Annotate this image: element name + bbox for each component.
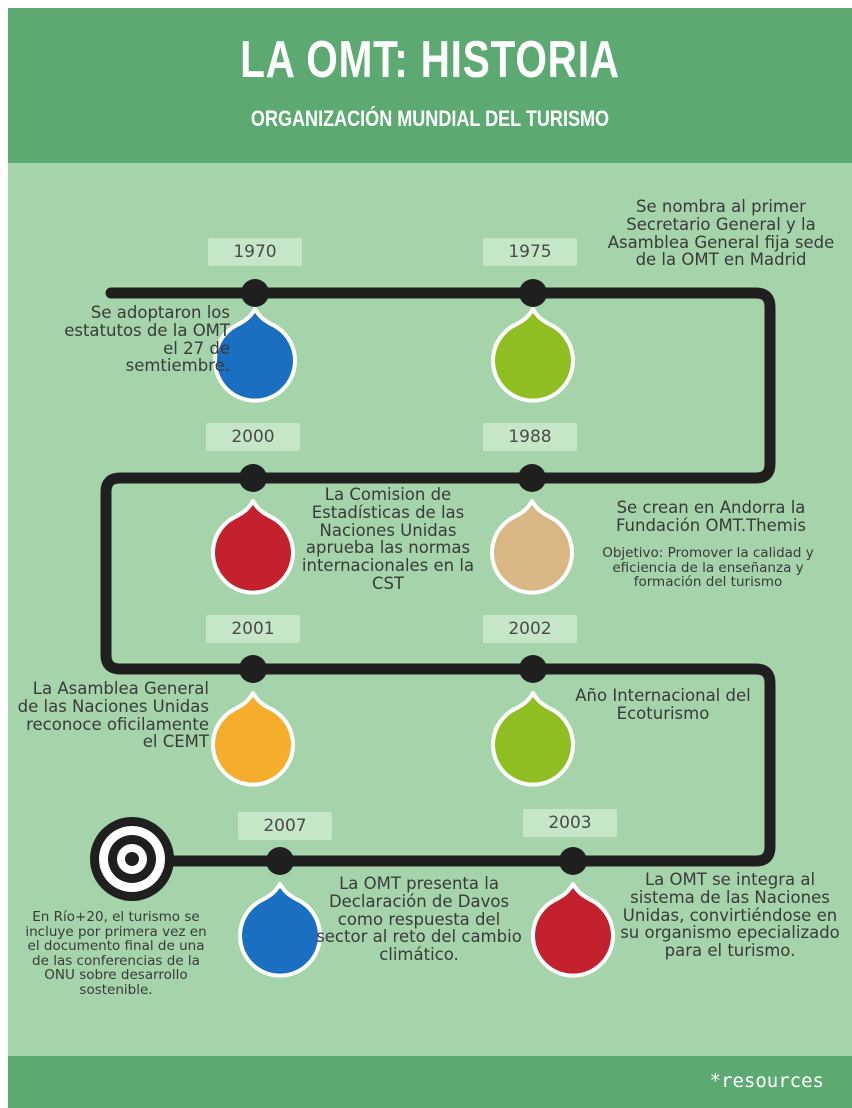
- timeline-graphic: [90, 279, 776, 978]
- footer-band: *resources: [8, 1056, 852, 1108]
- event-text-1975: Se nombra al primer Secretario General y…: [607, 197, 835, 270]
- event-text-2000: La Comision de Estadísticas de las Nacio…: [301, 485, 475, 594]
- page-title: LA OMT: HISTORIA: [240, 31, 620, 89]
- event-text-1988: Se crean en Andorra la Fundación OMT.The…: [615, 498, 807, 535]
- timeline-node-2007: [266, 847, 294, 875]
- year-tag-1988: 1988: [483, 423, 577, 451]
- red-drop-marker: [531, 882, 615, 978]
- timeline-node-1970: [241, 279, 269, 307]
- event-subtext-1988: Objetivo: Promover la calidad y eficienc…: [602, 545, 814, 591]
- timeline-path: [100, 287, 776, 867]
- event-text-1970: Se adoptaron los estatutos de la OMT el …: [64, 303, 230, 376]
- event-text-2001: La Asamblea General de las Naciones Unid…: [17, 679, 209, 752]
- orange-drop-marker: [211, 691, 295, 787]
- year-tag-2003: 2003: [523, 809, 617, 837]
- target-icon: [90, 817, 174, 901]
- year-tag-2001: 2001: [206, 615, 300, 643]
- tan-drop-marker: [490, 499, 574, 595]
- event-text-2003: La OMT se integra al sistema de las Naci…: [620, 870, 840, 961]
- end-text-rio20: En Río+20, el turismo se incluye por pri…: [25, 909, 207, 998]
- timeline-node-2003: [559, 847, 587, 875]
- red-drop-marker: [211, 499, 295, 595]
- green-drop-marker: [491, 307, 575, 403]
- year-tag-1975: 1975: [483, 238, 577, 266]
- timeline-node-1988: [518, 464, 546, 492]
- event-text-2002: Año Internacional del Ecoturismo: [575, 686, 751, 723]
- header-band: LA OMT: HISTORIA ORGANIZACIÓN MUNDIAL DE…: [8, 8, 852, 163]
- year-tag-2000: 2000: [206, 423, 300, 451]
- resources-credit: *resources: [709, 1070, 824, 1092]
- timeline-node-2001: [239, 655, 267, 683]
- timeline-node-1975: [519, 279, 547, 307]
- event-text-2007: La OMT presenta la Declaración de Davos …: [316, 874, 522, 965]
- year-tag-2002: 2002: [483, 615, 577, 643]
- green-drop-marker: [491, 691, 575, 787]
- page-subtitle: ORGANIZACIÓN MUNDIAL DEL TURISMO: [250, 106, 610, 131]
- year-tag-1970: 1970: [208, 238, 302, 266]
- blue-drop-marker: [213, 307, 297, 403]
- timeline-node-2002: [519, 655, 547, 683]
- blue-drop-marker: [238, 882, 322, 978]
- timeline-node-2000: [239, 464, 267, 492]
- infographic: LA OMT: HISTORIA ORGANIZACIÓN MUNDIAL DE…: [8, 8, 852, 1108]
- year-tag-2007: 2007: [238, 812, 332, 840]
